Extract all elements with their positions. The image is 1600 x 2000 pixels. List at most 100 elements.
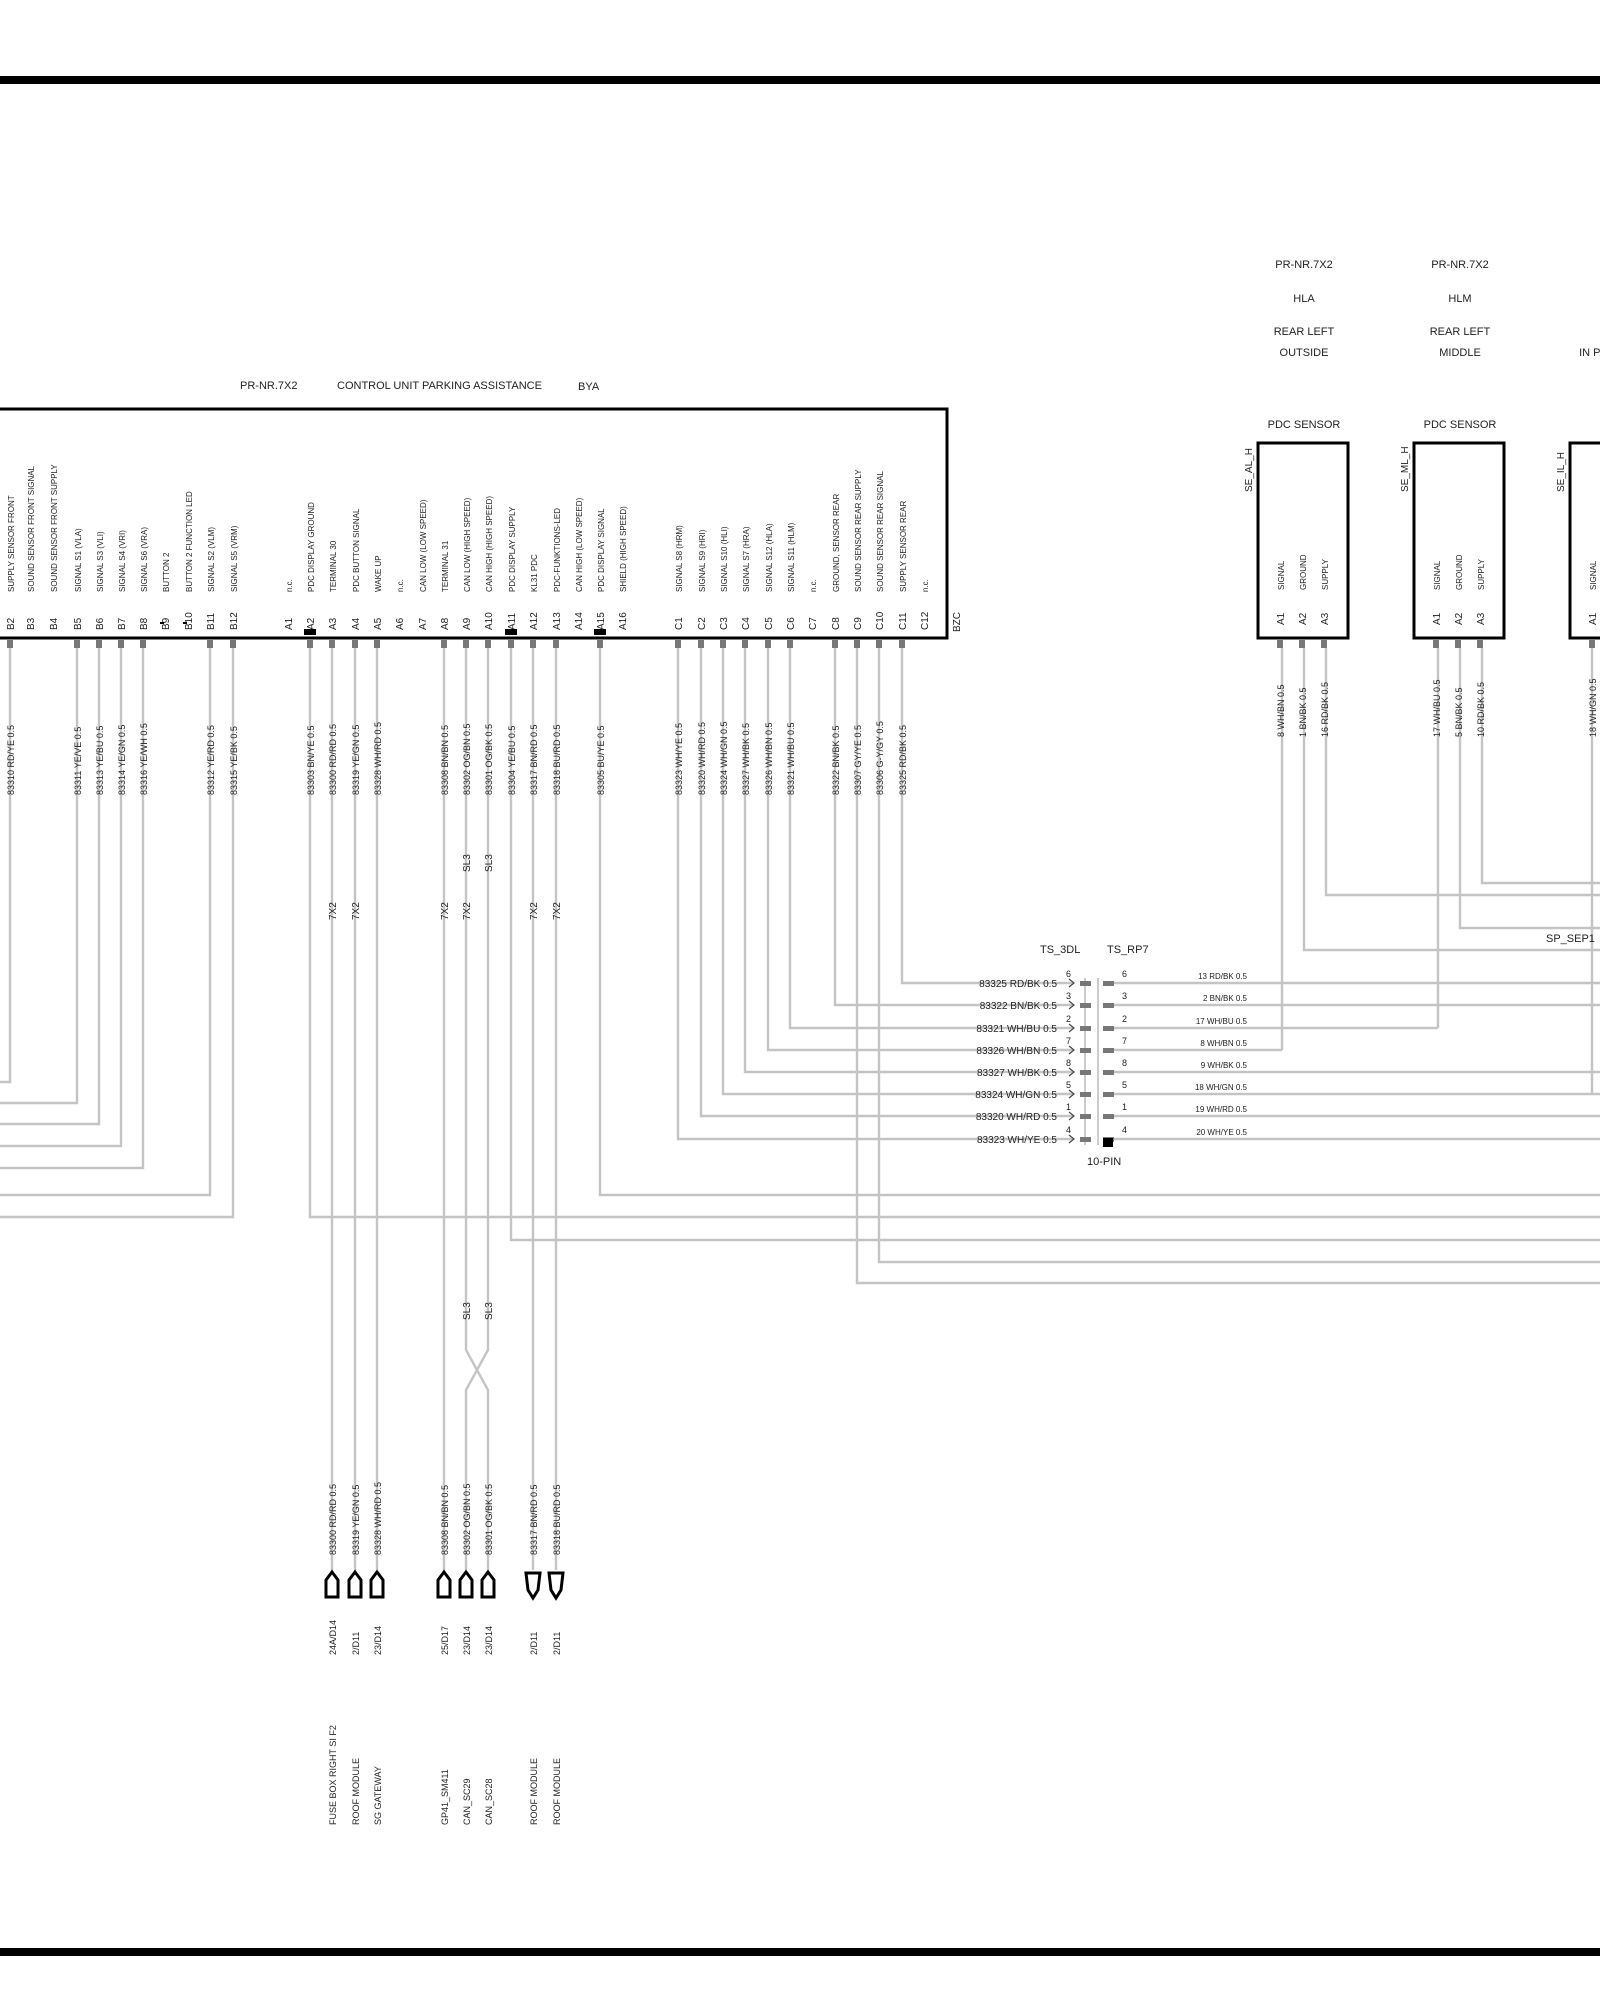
pin-label: C5 (764, 617, 775, 630)
pin-function-label: SOUND SENSOR REAR SIGNAL (876, 471, 885, 592)
splice-right-wire: 8 WH/BN 0.5 (1200, 1039, 1247, 1048)
splice-left-wire: 83322 BN/BK 0.5 (980, 1001, 1058, 1012)
wire-label: 83322 BN/BK 0.5 (831, 725, 841, 795)
splice-right-pin: 5 (1122, 1080, 1127, 1090)
sensor-pin-label: A1 (1588, 612, 1599, 625)
sensor-pin-function: SUPPLY (1477, 558, 1486, 590)
pin-terminal (899, 640, 905, 648)
pin-label: C4 (741, 617, 752, 630)
pin-function-label: SIGNAL S10 (HLI) (720, 526, 729, 592)
splice-right-label: TS_RP7 (1107, 944, 1149, 956)
sensor-wire-label: 10 RD/BK 0.5 (1476, 682, 1486, 737)
connector-arrow (369, 1569, 385, 1599)
pin-marker (304, 629, 316, 635)
sensor-pin-terminal (1477, 640, 1483, 648)
pin-label: A10 (484, 612, 495, 630)
sensor-wire-label: 5 BN/BK 0.5 (1454, 687, 1464, 737)
pin-terminal (720, 640, 726, 648)
pin-label: A9 (462, 617, 473, 630)
pin-function-label: n.c. (285, 579, 294, 592)
splice-pin (1080, 1070, 1091, 1075)
sensor-wire-label: 8 WH/BN 0.5 (1276, 684, 1286, 737)
pin-label: C11 (898, 612, 909, 630)
wire-label: 83302 OG/BN 0.5 (462, 723, 472, 795)
splice-left-wire: 83326 WH/BN 0.5 (976, 1046, 1057, 1057)
pin-function-label: GROUND, SENSOR REAR (832, 494, 841, 592)
splice-left-pin: 6 (1066, 969, 1071, 979)
wire-sensor (1302, 648, 1600, 952)
wire-front-sensor (0, 648, 101, 1126)
splice-arrow (1068, 1000, 1075, 1010)
wire-can-high (464, 648, 490, 1570)
splice-pin (1103, 981, 1114, 986)
sensor-pin-function: SIGNAL (1277, 560, 1286, 590)
destination-ref: 23/D14 (484, 1626, 494, 1655)
wire-sensor (1324, 648, 1600, 897)
pin-terminal (553, 640, 559, 648)
wire-label: 83315 YE/BK 0.5 (229, 726, 239, 795)
control-unit[interactable]: PR-NR.7X2 CONTROL UNIT PARKING ASSISTANC… (0, 380, 963, 795)
splice-pin (1080, 1114, 1091, 1119)
pin-terminal (441, 640, 447, 648)
pin-label: A13 (552, 612, 563, 630)
variant-label-sl3: SL3 (462, 1302, 473, 1320)
splice-left-wire: 83325 RD/BK 0.5 (979, 979, 1057, 990)
splice-right-wire: 2 BN/BK 0.5 (1203, 994, 1248, 1003)
wire-label: 83328 WH/RD 0.5 (373, 722, 383, 795)
pin-terminal (742, 640, 748, 648)
pin-function-label: SIGNAL S2 (VLM) (207, 527, 216, 592)
destination-name: SG GATEWAY (373, 1766, 383, 1825)
pin-function-label: TERMINAL 30 (329, 540, 338, 592)
pin-function-label: PDC DISPLAY GROUND (307, 502, 316, 592)
splice-left-wire: 83323 WH/YE 0.5 (977, 1135, 1057, 1146)
sensor-pin-terminal (1433, 640, 1439, 648)
splice-left-label: TS_3DL (1040, 944, 1080, 956)
pin-tick (183, 622, 187, 624)
pin-function-label: SIGNAL S5 (VRM) (230, 525, 239, 592)
pin-function-label: SIGNAL S7 (HRA) (742, 526, 751, 592)
pin-label: A5 (373, 617, 384, 630)
pin-function-label: PDC DISPLAY SIGNAL (597, 508, 606, 592)
pin-label: B11 (206, 613, 217, 630)
sensor-pin-function: GROUND (1455, 554, 1464, 590)
pin-label: C9 (853, 617, 864, 630)
sensor-pin-terminal (1321, 640, 1327, 648)
splice-right-pin: 1 (1122, 1102, 1127, 1112)
sensor-pin-function: SUPPLY (1321, 558, 1330, 590)
pin-label: A3 (328, 617, 339, 630)
sensor-code: HLM (1448, 293, 1471, 305)
wire-label: 83304 YE/BU 0.5 (507, 726, 517, 795)
splice-left-wire: 83327 WH/BK 0.5 (977, 1068, 1057, 1079)
pin-function-label: SIGNAL S4 (VRI) (118, 530, 127, 592)
variant-label-7x2: 7X2 (552, 902, 563, 920)
pin-terminal (207, 640, 213, 648)
splice-connector[interactable]: TS_3DL TS_RP7 10-PIN SP_SEP1 83325 RD/BK… (975, 933, 1595, 1168)
wire-label: 83308 BN/BN 0.5 (440, 725, 450, 795)
wire-front-sensor (0, 648, 145, 1170)
pin-function-label: CAN LOW (HIGH SPEED) (463, 497, 472, 592)
sensor-pin-label: A2 (1298, 612, 1309, 625)
pin-function-label: SUPPLY SENSOR REAR (899, 500, 908, 592)
splice-end-marker (1103, 1138, 1113, 1147)
pin-function-label: PDC DISPLAY SUPPLY (508, 506, 517, 592)
sensor-pin-label: A1 (1276, 612, 1287, 625)
pin-terminal (307, 640, 313, 648)
pin-function-label: SOUND SENSOR REAR SUPPLY (854, 469, 863, 592)
wire-label: 83300 RD/RD 0.5 (328, 724, 338, 795)
sensor-wire-label: 1 BN/BK 0.5 (1298, 687, 1308, 737)
wire-to-splice (900, 648, 1073, 985)
